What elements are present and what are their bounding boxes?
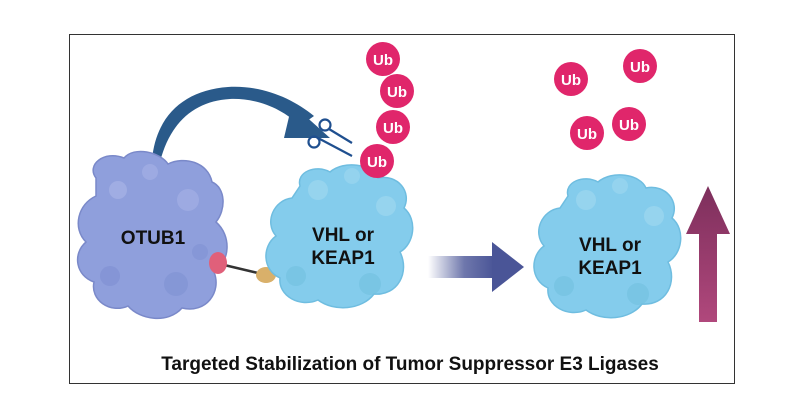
ubiquitin-released-2: Ub [623,49,657,83]
figure-title: Targeted Stabilization of Tumor Suppress… [161,354,659,375]
ubiquitin-attached-4: Ub [360,144,394,178]
up-arrow-icon [686,186,730,322]
ligase-right-label-line1: VHL or [579,235,642,256]
svg-text:Ub: Ub [373,52,393,69]
svg-text:Ub: Ub [619,117,639,134]
ligase-left-label-line2: KEAP1 [311,248,375,269]
ubiquitin-attached-1: Ub [366,42,400,76]
linker-icon [209,252,276,283]
curved-arrow-icon [152,86,330,162]
otub1-protein [76,150,228,320]
ubiquitin-attached-2: Ub [380,74,414,108]
scissors-icon [307,118,353,157]
ubiquitin-attached-3: Ub [376,110,410,144]
ubiquitin-chain-attached: Ub Ub Ub Ub [360,42,414,178]
svg-text:Ub: Ub [367,154,387,171]
ligase-right-label-line2: KEAP1 [578,258,642,279]
ligase-left-label-line1: VHL or [312,225,375,246]
ubiquitin-released-4: Ub [612,107,646,141]
otub1-label: OTUB1 [121,228,186,249]
ligase-left-protein [265,164,414,309]
right-arrow-icon [428,242,524,292]
ubiquitin-released-1: Ub [554,62,588,96]
svg-text:Ub: Ub [387,84,407,101]
svg-text:Ub: Ub [561,72,581,89]
ubiquitin-released: Ub Ub Ub Ub [554,49,657,150]
svg-text:Ub: Ub [383,120,403,137]
svg-text:Ub: Ub [577,126,597,143]
ubiquitin-released-3: Ub [570,116,604,150]
figure-frame [69,34,735,384]
ligase-right-protein [533,174,682,319]
svg-text:Ub: Ub [630,59,650,76]
